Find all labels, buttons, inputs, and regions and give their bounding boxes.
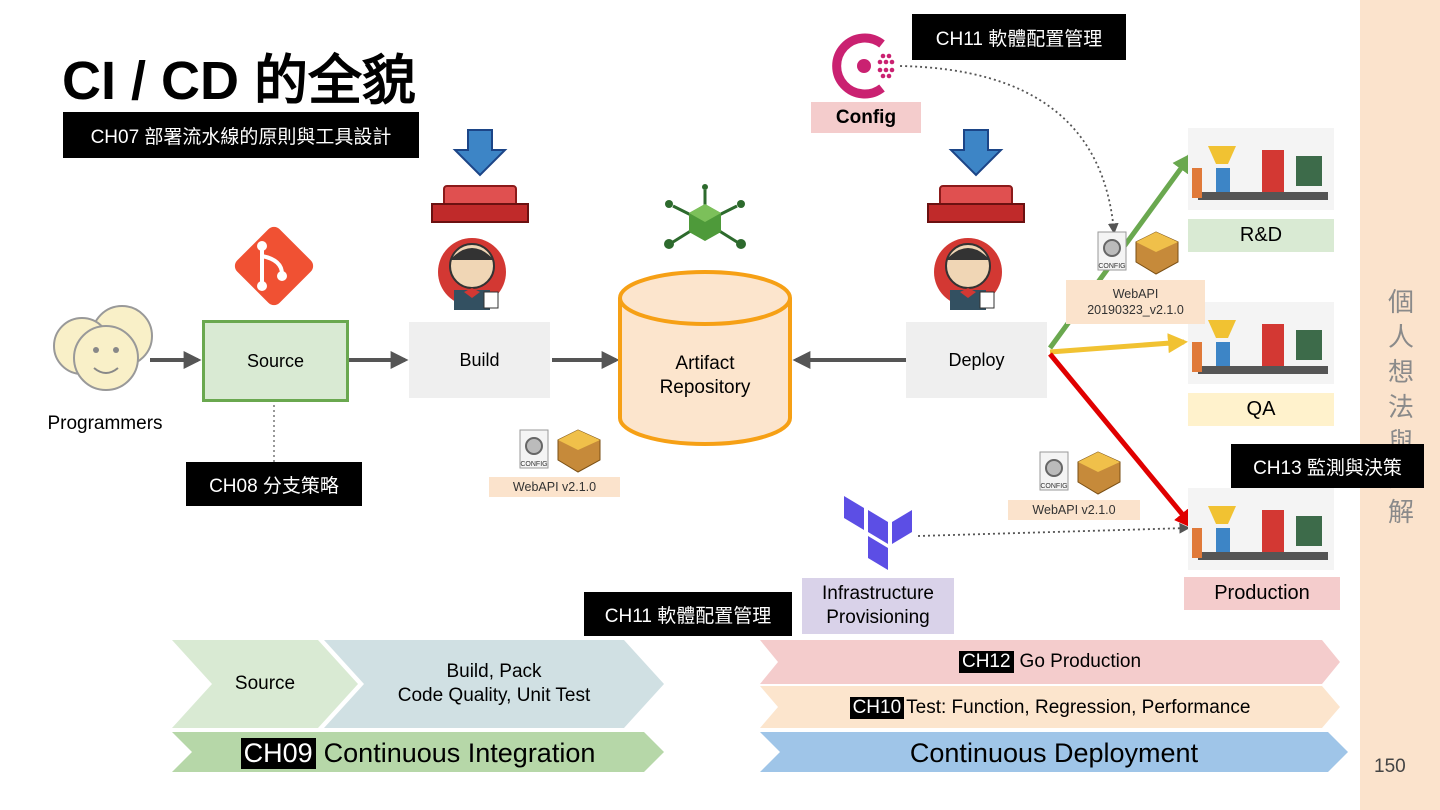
deploy-label: Deploy: [948, 349, 1005, 370]
artifact-repository-cylinder: [618, 270, 792, 446]
side-note-text: 個人想法與見解: [1387, 288, 1414, 528]
build-node: Build: [409, 322, 550, 398]
jenkins-icon-deploy: [934, 238, 1002, 310]
config-label: Config: [811, 102, 921, 133]
config-caption-artifact: CONFIG: [520, 461, 548, 468]
chevron-ci-source: [172, 640, 358, 728]
ci-source-label: Source: [234, 673, 296, 694]
programmers-icon: [53, 305, 153, 391]
cd-test-tag: CH10: [849, 697, 905, 719]
deploy-node: Deploy: [906, 322, 1047, 398]
config-caption-deploy: CONFIG: [1098, 263, 1126, 270]
build-label: Build: [459, 349, 500, 370]
source-node: Source: [202, 320, 349, 402]
production-package-label: WebAPI v2.1.0: [1008, 500, 1140, 520]
callout-ch08: CH08 分支策略: [186, 462, 362, 506]
factory-icon-qa: [1188, 302, 1334, 384]
deploy-trigger-icon: [927, 129, 1025, 223]
package-icon-artifact: [519, 429, 601, 473]
git-icon: [234, 226, 314, 306]
dotted-infra-to-production: [917, 522, 1191, 537]
infra-label: Infrastructure Provisioning: [802, 578, 954, 634]
programmers-label: Programmers: [47, 413, 163, 434]
ci-build-label: Build, Pack Code Quality, Unit Test: [397, 661, 591, 706]
artifact-package-label: WebAPI v2.1.0: [489, 477, 620, 497]
page-title: CI / CD 的全貌: [62, 51, 417, 111]
package-icon-production: [1039, 451, 1121, 495]
artifact-cube-icon: [664, 184, 746, 249]
ci-label-text: Continuous Integration: [323, 737, 596, 768]
cd-production-tag: CH12: [958, 651, 1014, 673]
config-caption-production: CONFIG: [1040, 483, 1068, 490]
chevron-cd-test: [760, 686, 1340, 728]
page-number: 150: [1374, 756, 1406, 777]
ci-chapter-tag: CH09: [240, 737, 316, 769]
side-note-panel: [1360, 0, 1440, 810]
package-icon-deploy: [1097, 231, 1179, 275]
cd-label: Continuous Deployment: [909, 737, 1199, 768]
chevron-cd-production: [760, 640, 1340, 684]
diagram-canvas: [53, 33, 1348, 772]
callout-ch11-top: CH11 軟體配置管理: [912, 14, 1126, 60]
arrow-deploy-qa: [1049, 333, 1188, 355]
chevron-ci-build: [324, 640, 664, 728]
config-icon: [832, 33, 895, 99]
chevron-cd-label: [760, 732, 1348, 772]
terraform-icon: [844, 496, 912, 570]
cd-test-text: Test: Function, Regression, Performance: [906, 697, 1251, 718]
factory-icon-production: [1188, 488, 1334, 570]
jenkins-icon-build: [438, 238, 506, 310]
source-label: Source: [246, 350, 305, 371]
cd-production-text: Go Production: [1019, 651, 1142, 672]
build-trigger-icon: [431, 129, 529, 223]
artifact-label: Artifact Repository: [659, 353, 751, 398]
callout-ch11-bottom: CH11 軟體配置管理: [584, 592, 792, 636]
deploy-package-label: WebAPI 20190323_v2.1.0: [1066, 280, 1205, 324]
factory-icon-rd: [1188, 128, 1334, 210]
callout-ch07: CH07 部署流水線的原則與工具設計: [63, 112, 419, 158]
rd-label: R&D: [1188, 219, 1334, 252]
callout-ch13: CH13 監測與決策: [1231, 444, 1424, 488]
qa-label: QA: [1188, 393, 1334, 426]
arrow-deploy-production: [1048, 352, 1195, 530]
production-label: Production: [1184, 577, 1340, 610]
